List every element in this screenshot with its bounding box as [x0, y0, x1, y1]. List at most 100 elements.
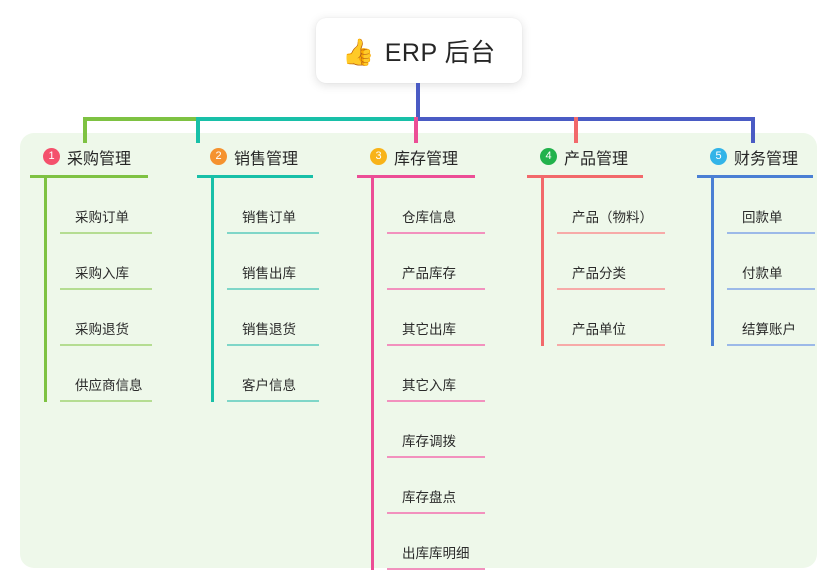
leaf-label: 出库库明细 — [402, 546, 470, 561]
branch-items-4: 产品（物料） 产品分类产品单位 — [527, 178, 665, 346]
connector-drop-3 — [414, 117, 418, 143]
branch-spine-4 — [541, 178, 544, 346]
leaf-label: 采购订单 — [75, 210, 129, 225]
leaf-node[interactable]: 回款单 — [727, 178, 815, 234]
leaf-label: 销售出库 — [242, 266, 296, 281]
leaf-underline — [387, 512, 485, 514]
branch-column-1: 1 采购管理采购订单采购入库采购退货供应商信息 — [30, 143, 152, 402]
branch-spine-3 — [371, 178, 374, 570]
leaf-label: 销售退货 — [242, 322, 296, 337]
connector-drop-2 — [196, 117, 200, 143]
leaf-underline — [727, 344, 815, 346]
leaf-underline — [727, 288, 815, 290]
leaf-label: 客户信息 — [242, 378, 296, 393]
branch-badge-2: 2 — [210, 148, 227, 165]
connector-drop-1 — [83, 117, 87, 143]
leaf-label: 付款单 — [742, 266, 783, 281]
leaf-node[interactable]: 采购入库 — [60, 234, 152, 290]
leaf-node[interactable]: 供应商信息 — [60, 346, 152, 402]
branch-badge-3: 3 — [370, 148, 387, 165]
branch-underline-4 — [527, 175, 643, 178]
root-node-title: ERP 后台 — [384, 38, 496, 67]
branch-spine-2 — [211, 178, 214, 402]
leaf-node[interactable]: 产品（物料） — [557, 178, 665, 234]
branch-badge-1: 1 — [43, 148, 60, 165]
branch-title-5: 财务管理 — [734, 150, 799, 168]
branch-title-4: 产品管理 — [564, 150, 629, 168]
connector-bar-green — [83, 117, 196, 121]
leaf-node[interactable]: 库存调拨 — [387, 402, 485, 458]
leaf-underline — [557, 344, 665, 346]
leaf-underline — [387, 456, 485, 458]
branch-header-5[interactable]: 5 财务管理 — [697, 143, 813, 170]
branch-header-2[interactable]: 2 销售管理 — [197, 143, 313, 170]
branch-title-1: 采购管理 — [67, 150, 132, 168]
root-node-card[interactable]: 👍 ERP 后台 — [316, 18, 522, 83]
branch-title-2: 销售管理 — [234, 150, 299, 168]
leaf-node[interactable]: 销售订单 — [227, 178, 319, 234]
leaf-label: 库存调拨 — [402, 434, 456, 449]
leaf-node[interactable]: 产品分类 — [557, 234, 665, 290]
leaf-label: 回款单 — [742, 210, 783, 225]
leaf-node[interactable]: 仓库信息 — [387, 178, 485, 234]
leaf-underline — [387, 288, 485, 290]
leaf-label: 结算账户 — [742, 322, 796, 337]
leaf-node[interactable]: 产品库存 — [387, 234, 485, 290]
leaf-node[interactable]: 其它入库 — [387, 346, 485, 402]
connector-bar-teal — [196, 117, 418, 121]
leaf-underline — [387, 400, 485, 402]
branch-spine-5 — [711, 178, 714, 346]
leaf-node[interactable]: 客户信息 — [227, 346, 319, 402]
leaf-node[interactable]: 其它出库 — [387, 290, 485, 346]
leaf-underline — [60, 232, 152, 234]
leaf-node[interactable]: 出库库明细 — [387, 514, 485, 570]
leaf-label: 产品库存 — [402, 266, 456, 281]
leaf-underline — [727, 232, 815, 234]
branch-column-2: 2 销售管理销售订单销售出库销售退货客户信息 — [197, 143, 319, 402]
branch-items-1: 采购订单采购入库采购退货供应商信息 — [30, 178, 152, 402]
leaf-node[interactable]: 采购订单 — [60, 178, 152, 234]
diagram-background-panel — [20, 133, 817, 568]
leaf-label: 其它入库 — [402, 378, 456, 393]
branch-badge-5: 5 — [710, 148, 727, 165]
branch-items-3: 仓库信息产品库存其它出库其它入库库存调拨库存盘点出库库明细 — [357, 178, 485, 570]
leaf-underline — [60, 288, 152, 290]
leaf-label: 其它出库 — [402, 322, 456, 337]
leaf-node[interactable]: 销售退货 — [227, 290, 319, 346]
branch-items-2: 销售订单销售出库销售退货客户信息 — [197, 178, 319, 402]
leaf-node[interactable]: 库存盘点 — [387, 458, 485, 514]
leaf-label: 产品（物料） — [572, 210, 653, 225]
leaf-underline — [387, 232, 485, 234]
leaf-node[interactable]: 付款单 — [727, 234, 815, 290]
leaf-underline — [387, 344, 485, 346]
trunk-connector-vertical — [416, 83, 420, 119]
leaf-underline — [387, 568, 485, 570]
branch-header-1[interactable]: 1 采购管理 — [30, 143, 148, 170]
leaf-node[interactable]: 结算账户 — [727, 290, 815, 346]
leaf-label: 供应商信息 — [75, 378, 143, 393]
leaf-label: 产品单位 — [572, 322, 626, 337]
connector-drop-4 — [574, 117, 578, 143]
branch-column-5: 5 财务管理回款单付款单结算账户 — [697, 143, 815, 346]
leaf-label: 仓库信息 — [402, 210, 456, 225]
connector-bar-blue — [414, 117, 755, 121]
leaf-node[interactable]: 采购退货 — [60, 290, 152, 346]
leaf-label: 采购退货 — [75, 322, 129, 337]
branch-badge-4: 4 — [540, 148, 557, 165]
branch-column-4: 4 产品管理产品（物料） 产品分类产品单位 — [527, 143, 665, 346]
leaf-underline — [227, 232, 319, 234]
leaf-node[interactable]: 销售出库 — [227, 234, 319, 290]
leaf-underline — [60, 344, 152, 346]
branch-header-4[interactable]: 4 产品管理 — [527, 143, 643, 170]
leaf-node[interactable]: 产品单位 — [557, 290, 665, 346]
branch-spine-1 — [44, 178, 47, 402]
leaf-underline — [227, 288, 319, 290]
branch-underline-1 — [30, 175, 148, 178]
branch-underline-5 — [697, 175, 813, 178]
branch-items-5: 回款单付款单结算账户 — [697, 178, 815, 346]
leaf-underline — [227, 400, 319, 402]
leaf-underline — [60, 400, 152, 402]
leaf-underline — [227, 344, 319, 346]
